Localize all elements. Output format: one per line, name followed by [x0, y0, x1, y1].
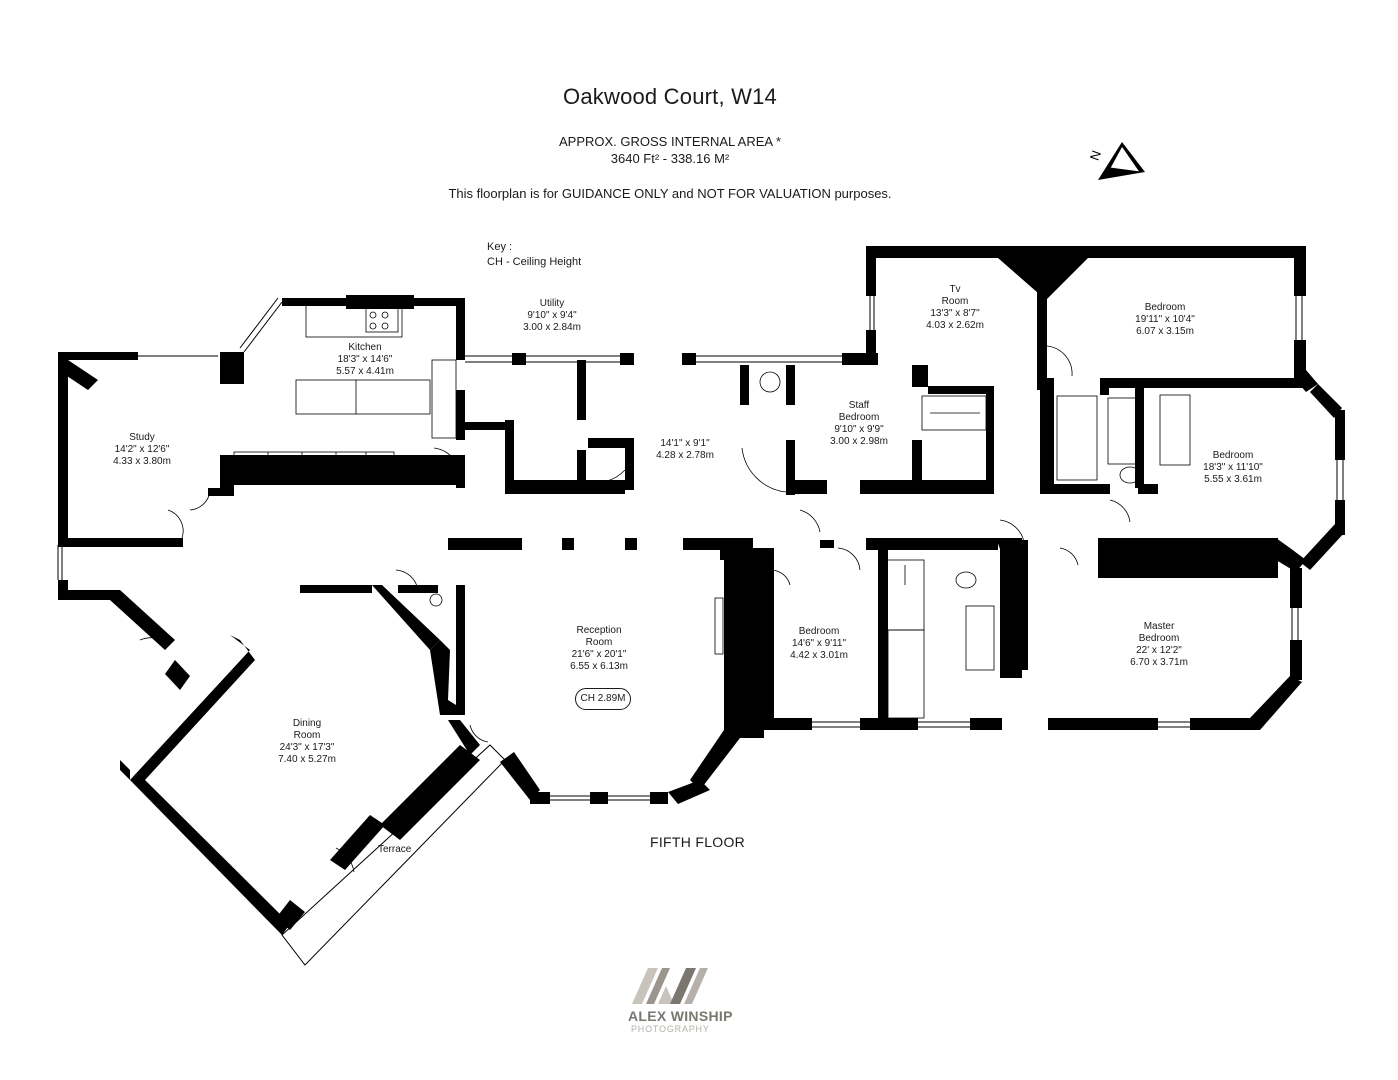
- room-reception-imperial: 21'6" x 20'1": [571, 649, 627, 660]
- room-master-imperial: 22' x 12'2": [1136, 645, 1182, 656]
- room-tv-metric: 4.03 x 2.62m: [926, 320, 984, 331]
- room-bedroom-mid-name: Bedroom: [798, 626, 840, 637]
- room-master-metric: 6.70 x 3.71m: [1130, 657, 1188, 668]
- room-staff-bedroom: Staff Bedroom 9'10" x 9'9" 3.00 x 2.98m: [826, 400, 892, 448]
- area-label: APPROX. GROSS INTERNAL AREA *: [558, 134, 782, 149]
- room-hall-metric: 4.28 x 2.78m: [656, 450, 714, 461]
- room-bedroom-top-name: Bedroom: [1144, 302, 1186, 313]
- room-bedroom-top-metric: 6.07 x 3.15m: [1136, 326, 1194, 337]
- room-utility-name: Utility: [539, 298, 565, 309]
- room-bedroom-top-imperial: 19'11" x 10'4": [1135, 314, 1195, 325]
- area-value: 3640 Ft² - 338.16 M²: [610, 151, 730, 166]
- room-utility-metric: 3.00 x 2.84m: [523, 322, 581, 333]
- room-bedroom-mid-imperial: 14'6" x 9'11": [791, 638, 847, 649]
- room-staff-imperial: 9'10" x 9'9": [834, 424, 884, 435]
- room-reception-metric: 6.55 x 6.13m: [570, 661, 628, 672]
- room-bedroom-right-name: Bedroom: [1212, 450, 1254, 461]
- key-legend: Key : CH - Ceiling Height: [487, 240, 581, 270]
- room-terrace: Terrace: [378, 844, 412, 855]
- room-dining-name-1: Dining: [292, 718, 322, 729]
- room-bedroom-right-metric: 5.55 x 3.61m: [1204, 474, 1262, 485]
- compass-icon: N: [1087, 142, 1145, 180]
- logo-mark-icon: [632, 968, 708, 1004]
- room-study-imperial: 14'2" x 12'6": [114, 444, 170, 455]
- room-staff-name-2: Bedroom: [838, 412, 880, 423]
- room-tv-name-2: Room: [941, 296, 969, 307]
- room-dining-imperial: 24'3" x 17'3": [279, 742, 335, 753]
- windows: [57, 296, 1344, 966]
- room-hall: 14'1" x 9'1" 4.28 x 2.78m: [650, 438, 720, 462]
- room-utility-imperial: 9'10" x 9'4": [527, 310, 577, 321]
- room-tv: Tv Room 13'3" x 8'7" 4.03 x 2.62m: [922, 284, 988, 332]
- ceiling-height-badge: CH 2.89M: [575, 688, 631, 710]
- room-master-name-1: Master: [1143, 621, 1175, 632]
- room-dining: Dining Room 24'3" x 17'3" 7.40 x 5.27m: [272, 718, 342, 766]
- room-kitchen-imperial: 18'3" x 14'6": [337, 354, 393, 365]
- room-bedroom-right-imperial: 18'3" x 11'10": [1203, 462, 1263, 473]
- room-staff-name-1: Staff: [848, 400, 870, 411]
- room-master-name-2: Bedroom: [1138, 633, 1180, 644]
- key-heading: Key :: [487, 241, 513, 253]
- brand-logo: ALEX WINSHIP PHOTOGRAPHY: [628, 966, 748, 1036]
- room-reception-name-1: Reception: [576, 625, 622, 636]
- room-kitchen-name: Kitchen: [348, 342, 382, 353]
- room-study-metric: 4.33 x 3.80m: [113, 456, 171, 467]
- fixtures: [139, 304, 1191, 873]
- room-reception-name-2: Room: [585, 637, 613, 648]
- room-staff-metric: 3.00 x 2.98m: [830, 436, 888, 447]
- room-study: Study 14'2" x 12'6" 4.33 x 3.80m: [112, 432, 172, 468]
- room-master-bedroom: Master Bedroom 22' x 12'2" 6.70 x 3.71m: [1124, 621, 1194, 669]
- room-dining-metric: 7.40 x 5.27m: [278, 754, 336, 765]
- logo-sub-text: PHOTOGRAPHY: [631, 1024, 710, 1034]
- compass-letter: N: [1087, 148, 1104, 162]
- room-study-name: Study: [129, 432, 155, 443]
- logo-brand-text: ALEX WINSHIP: [628, 1008, 733, 1024]
- key-entry: CH - Ceiling Height: [487, 256, 582, 268]
- room-tv-imperial: 13'3" x 8'7": [930, 308, 980, 319]
- walls: [58, 246, 1345, 935]
- room-bedroom-right: Bedroom 18'3" x 11'10" 5.55 x 3.61m: [1198, 450, 1268, 486]
- room-dining-name-2: Room: [293, 730, 321, 741]
- room-reception: Reception Room 21'6" x 20'1" 6.55 x 6.13…: [564, 625, 634, 673]
- room-kitchen-metric: 5.57 x 4.41m: [336, 366, 394, 377]
- room-bedroom-mid-metric: 4.42 x 3.01m: [790, 650, 848, 661]
- room-bedroom-mid: Bedroom 14'6" x 9'11" 4.42 x 3.01m: [784, 626, 854, 662]
- floor-label: FIFTH FLOOR: [650, 834, 746, 850]
- room-kitchen: Kitchen 18'3" x 14'6" 5.57 x 4.41m: [330, 342, 400, 378]
- plan-title: Oakwood Court, W14: [563, 84, 777, 109]
- room-utility: Utility 9'10" x 9'4" 3.00 x 2.84m: [520, 298, 584, 334]
- disclaimer: This floorplan is for GUIDANCE ONLY and …: [448, 186, 892, 201]
- room-bedroom-top: Bedroom 19'11" x 10'4" 6.07 x 3.15m: [1130, 302, 1200, 338]
- room-tv-name-1: Tv: [949, 284, 961, 295]
- room-hall-imperial: 14'1" x 9'1": [660, 438, 710, 449]
